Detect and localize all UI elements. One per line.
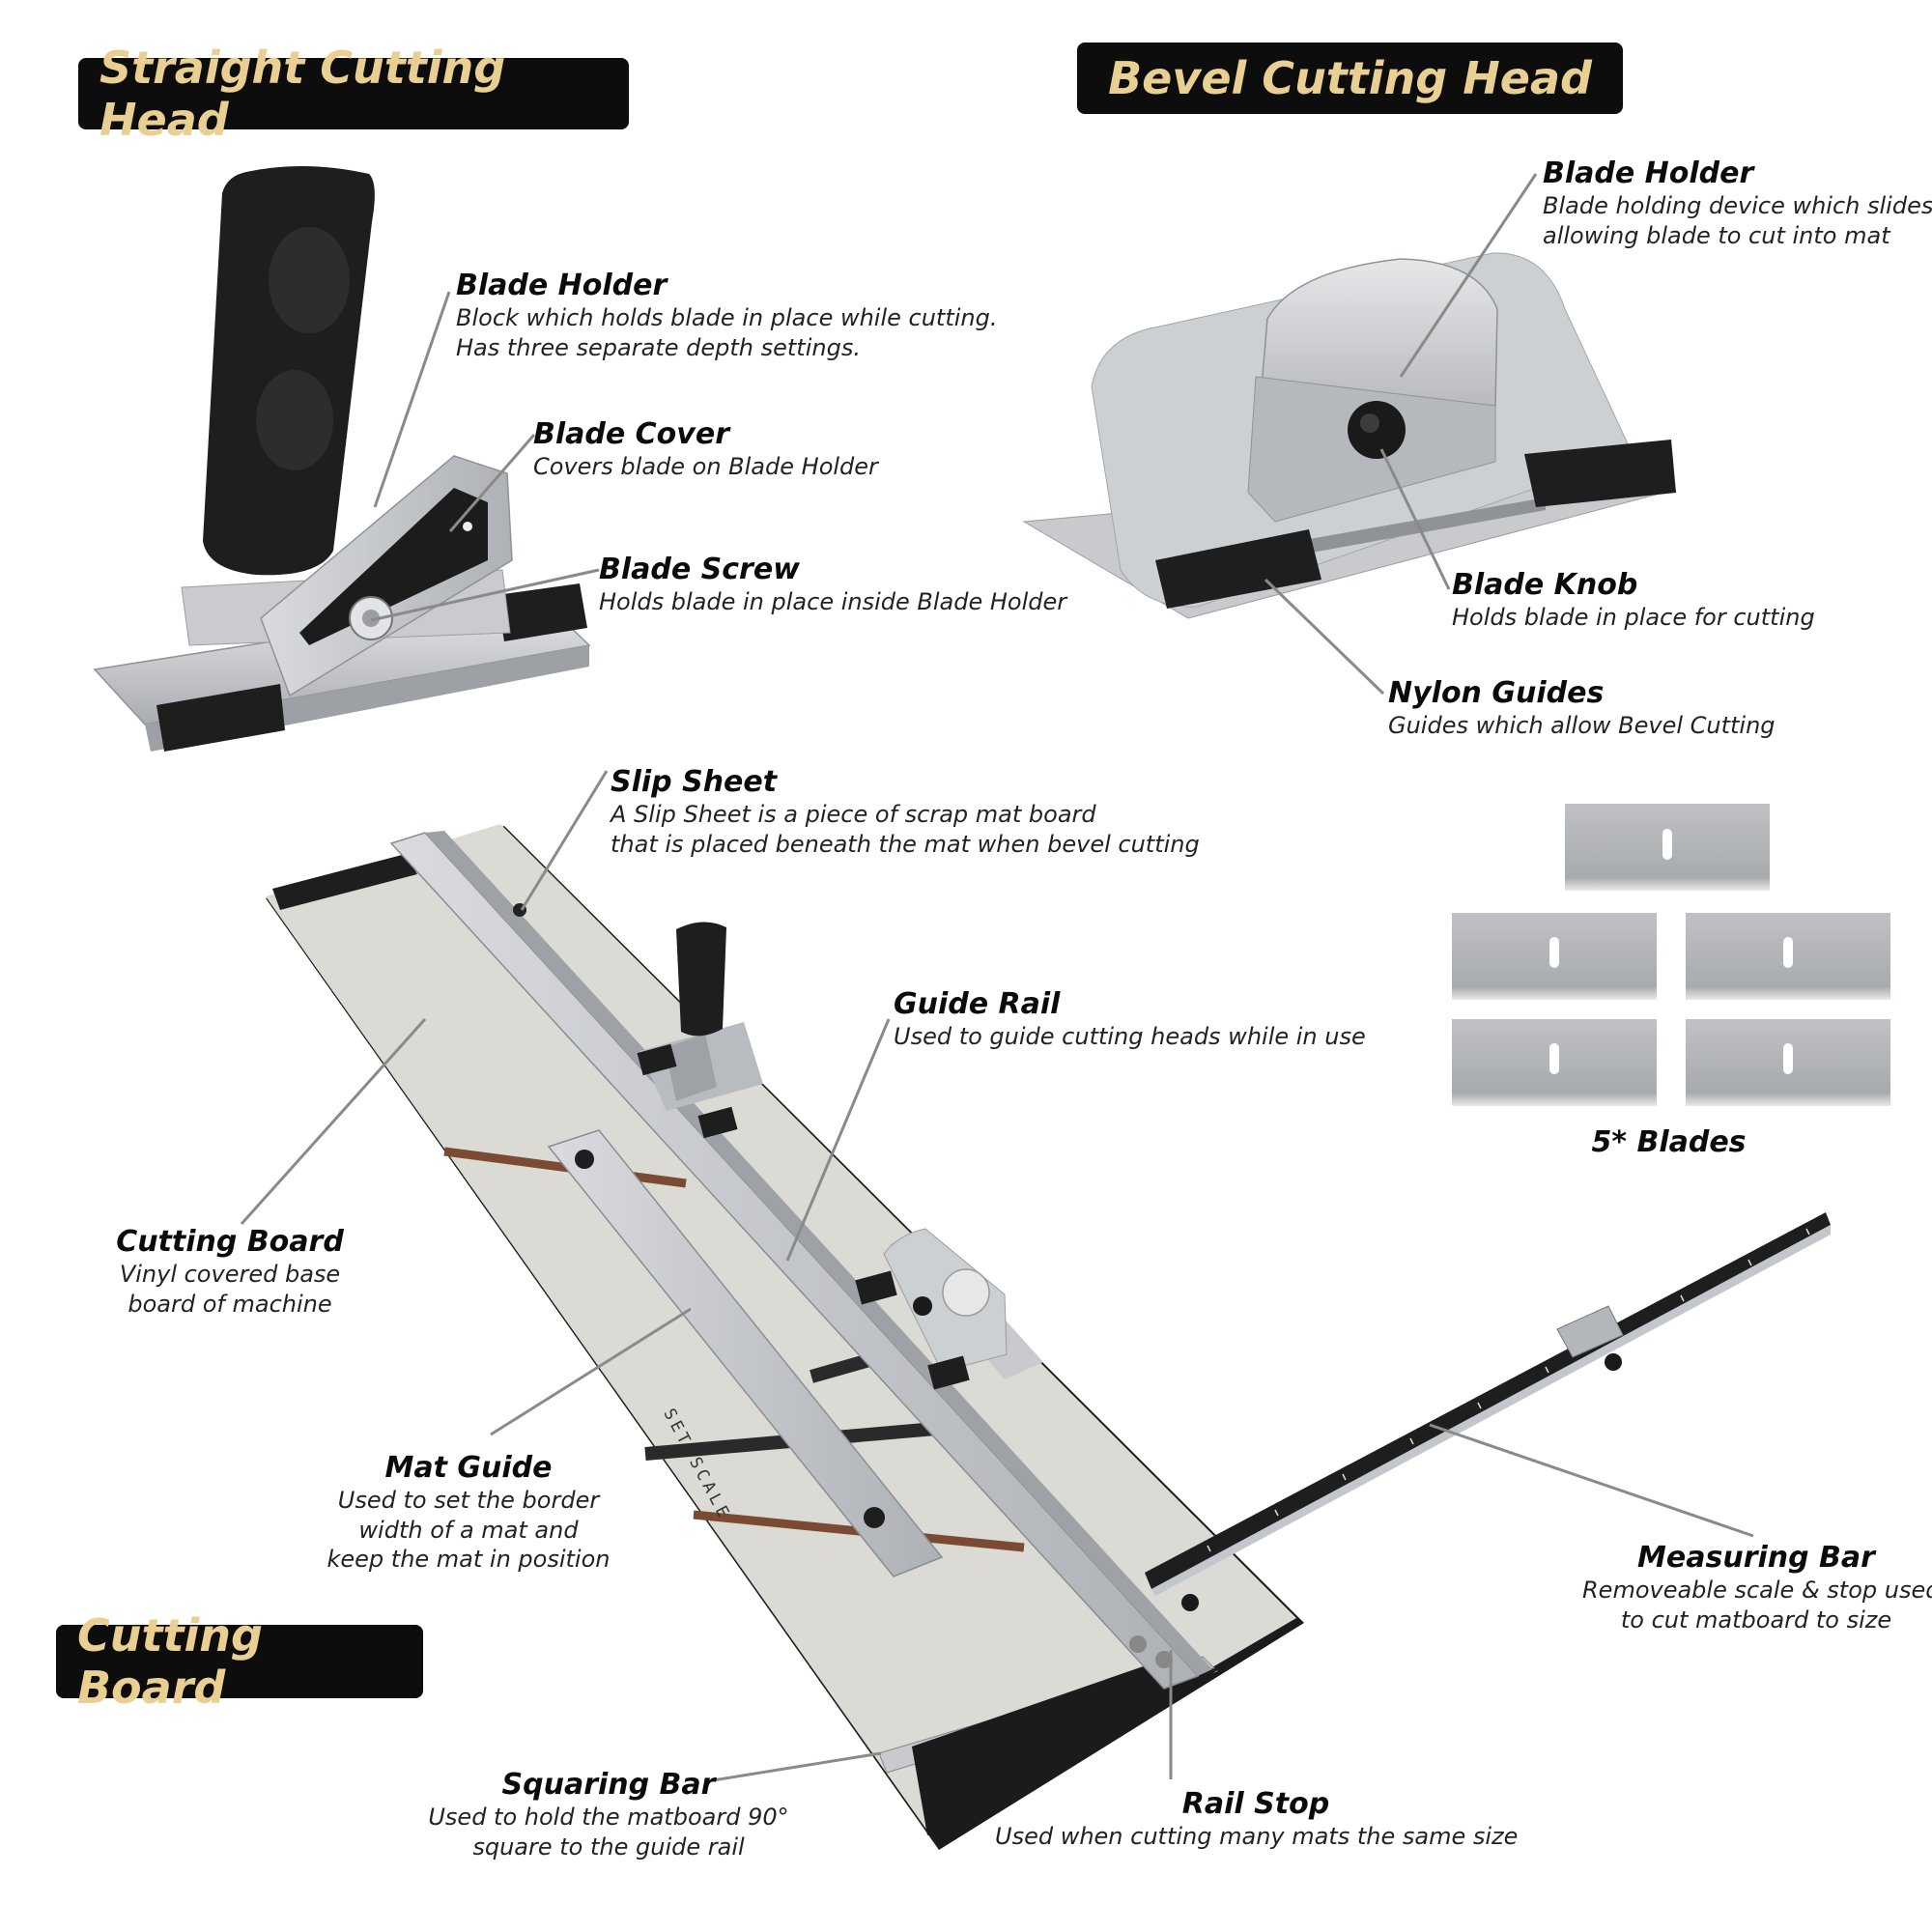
label-description: square to the guide rail xyxy=(472,1833,745,1861)
cutting-board-surface xyxy=(266,824,1296,1833)
bevel-head-nylon-guide-right xyxy=(1524,440,1676,507)
guide-rail-label: Guide Rail Used to guide cutting heads w… xyxy=(894,987,1366,1052)
measuring-bar-label: Measuring Bar Removeable scale & stop us… xyxy=(1582,1541,1932,1634)
straight-head-nylon-guide-back xyxy=(497,583,587,641)
label-description: keep the mat in position xyxy=(327,1546,611,1574)
label-description: Has three separate depth settings. xyxy=(456,333,861,361)
label-description: Used when cutting many mats the same siz… xyxy=(995,1823,1519,1850)
straight-blade-cover-label: Blade Cover Covers blade on Blade Holder xyxy=(533,417,878,482)
straight-blade-holder-label: Blade Holder Block which holds blade in … xyxy=(456,269,998,362)
label-description: Guides which allow Bevel Cutting xyxy=(1388,712,1776,739)
measuring-bar-ticks xyxy=(1207,1228,1810,1552)
label-description: Holds blade in place for cutting xyxy=(1452,604,1815,631)
blade xyxy=(1565,804,1770,891)
label-title: Blade Screw xyxy=(599,553,800,586)
label-title: Rail Stop xyxy=(1181,1787,1330,1821)
cutting-board-section-title: Cutting Board xyxy=(77,1609,263,1714)
label-title: Squaring Bar xyxy=(501,1768,716,1802)
label-description: Covers blade on Blade Holder xyxy=(533,453,878,480)
measuring-bar xyxy=(1145,1212,1831,1589)
straight-head-nylon-guide-front xyxy=(156,684,285,752)
label-description: width of a mat and xyxy=(358,1516,579,1544)
squaring-bar-black-pad xyxy=(912,1662,1219,1835)
label-description: Used to guide cutting heads while in use xyxy=(894,1023,1366,1050)
bevel-cutting-head-title: Bevel Cutting Head xyxy=(1108,52,1592,104)
label-title: Cutting Board xyxy=(116,1225,344,1259)
label-title: Mat Guide xyxy=(384,1451,553,1485)
blades-illustration xyxy=(1452,804,1890,1106)
bevel-blade-holder-label: Blade Holder Blade holding device which … xyxy=(1543,156,1932,250)
bevel-cutting-head-badge: Bevel Cutting Head xyxy=(1077,43,1623,114)
rail-stop-label: Rail Stop Used when cutting many mats th… xyxy=(995,1787,1519,1852)
mat-guide-label: Mat Guide Used to set the border width o… xyxy=(324,1451,613,1575)
label-title: Blade Holder xyxy=(1543,156,1754,190)
label-title: Nylon Guides xyxy=(1388,676,1605,710)
mat-guide xyxy=(547,1129,944,1577)
leader-lines xyxy=(240,173,1754,1782)
blade xyxy=(1686,913,1890,1000)
label-title: Blade Knob xyxy=(1452,568,1638,602)
label-description: A Slip Sheet is a piece of scrap mat boa… xyxy=(611,801,1096,828)
label-description: that is placed beneath the mat when beve… xyxy=(611,830,1200,858)
label-description: Removeable scale & stop used xyxy=(1582,1577,1932,1604)
label-title: Guide Rail xyxy=(894,987,1061,1021)
label-description: to cut matboard to size xyxy=(1620,1605,1892,1634)
cutting-board-illustration xyxy=(266,824,1831,1850)
label-title: Blade Cover xyxy=(533,417,729,451)
bevel-nylon-guides-label: Nylon Guides Guides which allow Bevel Cu… xyxy=(1388,676,1776,741)
straight-cutting-head-title: Straight Cutting Head xyxy=(99,42,506,146)
label-description: Blade holding device which slides, xyxy=(1543,192,1932,219)
straight-blade-screw-label: Blade Screw Holds blade in place inside … xyxy=(599,553,1066,617)
straight-cutting-head-badge: Straight Cutting Head xyxy=(78,42,629,146)
straight-cutting-head-illustration xyxy=(93,165,591,752)
blade xyxy=(1686,1019,1890,1106)
bevel-blade-knob-label: Blade Knob Holds blade in place for cutt… xyxy=(1452,568,1815,633)
cutting-board-badge: Cutting Board xyxy=(56,1609,423,1714)
label-title: Measuring Bar xyxy=(1637,1541,1875,1575)
squaring-bar-label: Squaring Bar Used to hold the matboard 9… xyxy=(425,1768,792,1861)
bevel-cutting-head-illustration xyxy=(1022,252,1676,619)
blades-count-label: 5* Blades xyxy=(1591,1125,1747,1159)
label-description: Used to set the border xyxy=(337,1487,600,1514)
label-description: Vinyl covered base xyxy=(119,1261,341,1288)
label-title: Slip Sheet xyxy=(611,765,778,799)
measuring-bar-stop xyxy=(1556,1305,1624,1358)
straight-head-blade-cover xyxy=(299,488,488,645)
blades-label: 5* Blades xyxy=(1546,1125,1792,1160)
slip-sheet-pad xyxy=(272,854,417,910)
blade xyxy=(1452,913,1657,1000)
label-description: allowing blade to cut into mat xyxy=(1543,221,1890,249)
blade xyxy=(1452,1019,1657,1106)
label-description: Block which holds blade in place while c… xyxy=(456,304,998,331)
label-title: Blade Holder xyxy=(456,269,668,302)
label-description: Used to hold the matboard 90° xyxy=(428,1804,789,1831)
label-description: board of machine xyxy=(128,1290,332,1318)
bevel-head-nylon-guide-left xyxy=(1155,529,1321,609)
label-description: Holds blade in place inside Blade Holder xyxy=(599,588,1067,615)
rail-stop-screw xyxy=(1129,1635,1147,1653)
slip-sheet-label: Slip Sheet A Slip Sheet is a piece of sc… xyxy=(611,765,1200,859)
cutting-board-label: Cutting Board Vinyl covered base board o… xyxy=(114,1225,346,1319)
